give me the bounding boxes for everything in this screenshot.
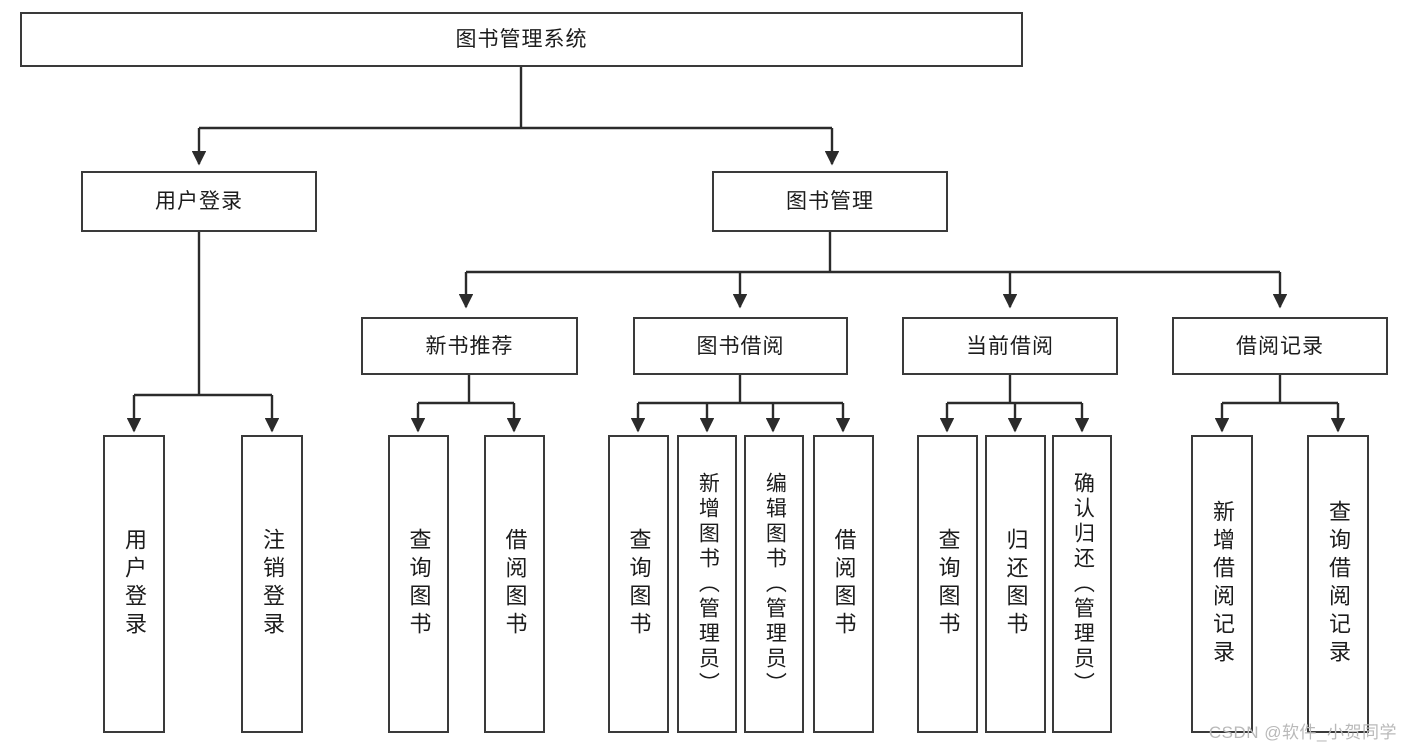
node-label: 用户登录 — [155, 190, 243, 213]
leaf-user-logout[interactable]: 注销登录 — [241, 435, 303, 733]
node-label: 注销登录 — [259, 528, 285, 640]
node-label: 借阅记录 — [1236, 334, 1324, 358]
node-label: 借阅图书 — [502, 528, 528, 640]
node-current-borrow[interactable]: 当前借阅 — [902, 317, 1118, 375]
leaf-query-book-new-rec[interactable]: 查询图书 — [388, 435, 449, 733]
node-borrow-record[interactable]: 借阅记录 — [1172, 317, 1388, 375]
node-label: 新增借阅记录 — [1209, 500, 1235, 668]
node-label: 归还图书 — [1003, 528, 1029, 640]
node-book-management[interactable]: 图书管理 — [712, 171, 948, 232]
leaf-return-book[interactable]: 归还图书 — [985, 435, 1046, 733]
node-label: 查询图书 — [935, 528, 961, 640]
node-book-borrow[interactable]: 图书借阅 — [633, 317, 848, 375]
node-label: 编辑图书（管理员） — [763, 471, 787, 697]
node-label: 查询图书 — [406, 528, 432, 640]
node-label: 借阅图书 — [831, 528, 857, 640]
node-label: 查询图书 — [626, 528, 652, 640]
node-label: 新增图书（管理员） — [696, 471, 720, 697]
leaf-borrow-book[interactable]: 借阅图书 — [813, 435, 874, 733]
node-label: 查询借阅记录 — [1325, 500, 1351, 668]
leaf-query-borrow-record[interactable]: 查询借阅记录 — [1307, 435, 1369, 733]
leaf-add-borrow-record[interactable]: 新增借阅记录 — [1191, 435, 1253, 733]
node-root-book-management-system[interactable]: 图书管理系统 — [20, 12, 1023, 67]
leaf-borrow-book-new-rec[interactable]: 借阅图书 — [484, 435, 545, 733]
node-new-book-recommendation[interactable]: 新书推荐 — [361, 317, 578, 375]
leaf-query-book-current[interactable]: 查询图书 — [917, 435, 978, 733]
leaf-user-login[interactable]: 用户登录 — [103, 435, 165, 733]
leaf-confirm-return-admin[interactable]: 确认归还（管理员） — [1052, 435, 1112, 733]
leaf-query-book-borrow[interactable]: 查询图书 — [608, 435, 669, 733]
node-label: 确认归还（管理员） — [1071, 471, 1095, 697]
node-label: 用户登录 — [121, 528, 147, 640]
node-label: 当前借阅 — [966, 334, 1054, 358]
node-label: 图书管理 — [786, 190, 874, 213]
leaf-edit-book-admin[interactable]: 编辑图书（管理员） — [744, 435, 804, 733]
node-user-login[interactable]: 用户登录 — [81, 171, 317, 232]
csdn-watermark: CSDN @软件_小贺同学 — [1208, 723, 1397, 742]
node-label: 图书管理系统 — [455, 28, 588, 51]
node-label: 图书借阅 — [696, 334, 785, 358]
node-label: 新书推荐 — [425, 334, 514, 358]
leaf-add-book-admin[interactable]: 新增图书（管理员） — [677, 435, 737, 733]
